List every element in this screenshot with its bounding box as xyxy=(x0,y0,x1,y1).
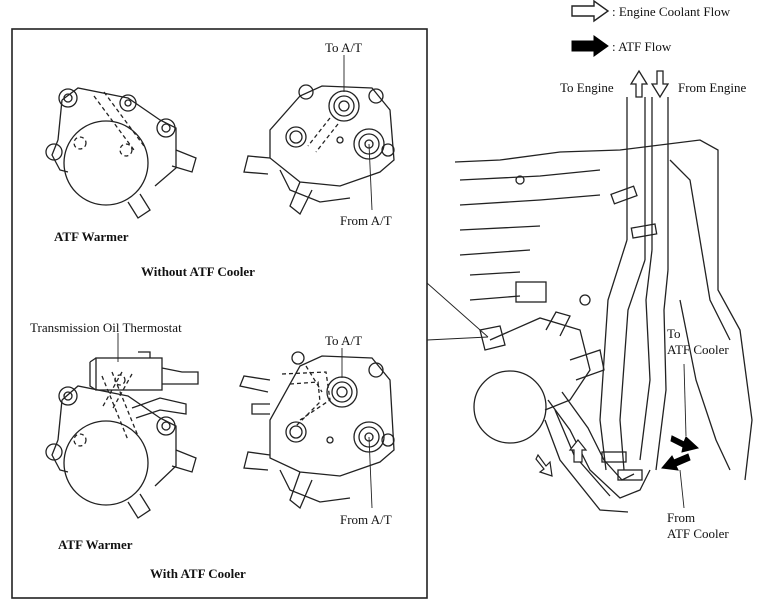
engine-assembly-illustration xyxy=(426,97,753,513)
to-cooler-leader xyxy=(683,363,687,437)
from-engine-arrow xyxy=(650,70,670,99)
to-engine-label: To Engine xyxy=(560,80,614,95)
atf-warmer-bottom-illustration xyxy=(45,333,199,519)
atf-to-cooler-arrow xyxy=(670,435,700,453)
coolant-flow-legend-label: : Engine Coolant Flow xyxy=(612,4,731,19)
atf-flow-legend-arrow xyxy=(571,35,609,57)
atf-flow-legend-label: : ATF Flow xyxy=(612,39,672,54)
coolant-flow-arrow-left xyxy=(535,453,553,477)
atf-from-cooler-arrow xyxy=(661,453,691,471)
from-cooler-leader xyxy=(679,469,685,509)
atf-warmer-label-top: ATF Warmer xyxy=(54,229,129,244)
inset-frame xyxy=(11,28,428,599)
to-at-label-bottom: To A/T xyxy=(325,333,363,348)
to-engine-arrow xyxy=(629,69,649,98)
from-atf-cooler-label-line1: From xyxy=(667,510,696,525)
coolant-flow-arrow-lower xyxy=(568,439,588,463)
from-engine-label: From Engine xyxy=(678,80,747,95)
from-atf-cooler-label-line2: ATF Cooler xyxy=(667,526,729,541)
atf-warmer-bottom-outlet-illustration xyxy=(239,348,395,510)
atf-warmer-top-outlet-illustration xyxy=(243,55,395,216)
atf-warmer-label-bottom: ATF Warmer xyxy=(58,537,133,552)
atf-warmer-top-illustration xyxy=(45,87,197,219)
to-at-label-top: To A/T xyxy=(325,40,363,55)
with-atf-cooler-caption: With ATF Cooler xyxy=(150,566,246,581)
transmission-oil-thermostat-label: Transmission Oil Thermostat xyxy=(30,320,182,335)
without-atf-cooler-caption: Without ATF Cooler xyxy=(141,264,255,279)
to-atf-cooler-label-line2: ATF Cooler xyxy=(667,342,729,357)
coolant-flow-legend-arrow xyxy=(571,0,610,23)
from-at-label-bottom: From A/T xyxy=(340,512,392,527)
from-at-label-top: From A/T xyxy=(340,213,392,228)
to-atf-cooler-label-line1: To xyxy=(667,326,681,341)
